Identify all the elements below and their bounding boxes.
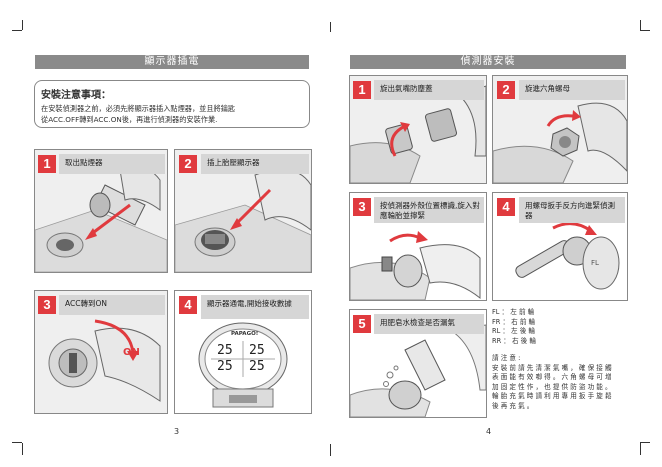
- display-reading: 25: [249, 343, 265, 358]
- step-label: 旋出氣嘴防塵蓋: [374, 80, 484, 100]
- notes-block: FL ： 左 前 輪 FR ： 右 前 輪 RL ： 左 後 輪 RR ： 右 …: [492, 308, 620, 411]
- step-number-badge: 3: [38, 296, 56, 314]
- step-panel: 旋出氣嘴防塵蓋 1: [349, 75, 487, 184]
- display-brand: PAPAGO!: [231, 331, 258, 337]
- svg-text:FL: FL: [591, 259, 599, 267]
- step-number-badge: 1: [353, 81, 371, 99]
- installation-notice: 安裝注意事項： 在安裝偵測器之前，必須先將顯示器插入點煙器，並且將鑰匙 從ACC…: [34, 80, 310, 128]
- step-panel: 按偵測器外殼位置標識,旋入對應輪胎並擰緊 3: [349, 192, 487, 301]
- notice-line: 在安裝偵測器之前，必須先將顯示器插入點煙器，並且將鑰匙: [41, 103, 303, 114]
- legend-item: FL ： 左 前 輪: [492, 308, 620, 318]
- step-panel: PAPAGO! 25 25 25 25 顯示器通電,開始接收數據 4: [174, 290, 312, 414]
- step-label: 按偵測器外殼位置標識,旋入對應輪胎並擰緊: [374, 197, 484, 223]
- crop-mark: [12, 30, 22, 31]
- on-indicator: ON: [123, 347, 140, 358]
- display-reading: 25: [217, 359, 233, 374]
- step-label: 用肥皂水檢查是否漏氣: [374, 314, 484, 334]
- step-panel: 旋進六角螺母 2: [492, 75, 628, 184]
- display-reading: 25: [217, 343, 233, 358]
- step-number-badge: 4: [497, 198, 515, 216]
- section-header: 顯示器插電: [35, 55, 309, 69]
- display-reading: 25: [249, 359, 265, 374]
- step-label: 取出點煙器: [59, 154, 165, 174]
- crop-mark: [22, 20, 23, 30]
- notice-line: 從ACC.OFF轉到ACC.ON後，再進行偵測器的安裝作業.: [41, 114, 303, 125]
- step-label: 顯示器通電,開始接收數據: [201, 295, 309, 319]
- step-label: 插上胎壓顯示器: [201, 154, 309, 174]
- step-number-badge: 4: [179, 296, 197, 314]
- crop-mark: [640, 20, 641, 30]
- step-label: 用螺母扳手反方向進緊偵測器: [519, 197, 625, 223]
- step-label: 旋進六角螺母: [519, 80, 625, 100]
- step-number-badge: 3: [353, 198, 371, 216]
- crop-mark: [12, 442, 22, 443]
- note-body: 安 裝 前 請 先 清 潔 氣 嘴 ， 確 保 接 觸 表 面 能 有 效 啣 …: [492, 364, 620, 412]
- section-header: 偵測器安裝: [350, 55, 626, 69]
- crop-mark: [640, 30, 650, 31]
- legend-item: RL ： 左 後 輪: [492, 327, 620, 337]
- legend-item: FR ： 右 前 輪: [492, 318, 620, 328]
- fold-mark: [330, 444, 331, 456]
- step-number-badge: 2: [179, 155, 197, 173]
- step-panel: 插上胎壓顯示器 2: [174, 149, 312, 273]
- step-panel: 取出點煙器 1: [34, 149, 168, 273]
- notice-title: 安裝注意事項：: [41, 86, 111, 101]
- step-label: ACC轉到ON: [59, 295, 165, 315]
- step-panel: FL 用螺母扳手反方向進緊偵測器 4: [492, 192, 628, 301]
- crop-mark: [640, 443, 641, 455]
- crop-mark: [22, 443, 23, 455]
- notice-body: 在安裝偵測器之前，必須先將顯示器插入點煙器，並且將鑰匙 從ACC.OFF轉到AC…: [41, 103, 303, 125]
- step-panel: 用肥皂水檢查是否漏氣 5: [349, 309, 487, 418]
- page-number: 3: [174, 427, 179, 436]
- note-title: 請 注 意 :: [492, 354, 620, 364]
- fold-mark: [330, 22, 331, 32]
- page-number: 4: [486, 427, 491, 436]
- step-number-badge: 1: [38, 155, 56, 173]
- legend-item: RR ： 右 後 輪: [492, 337, 620, 347]
- step-number-badge: 2: [497, 81, 515, 99]
- crop-mark: [640, 442, 650, 443]
- step-panel: ON ACC轉到ON 3: [34, 290, 168, 414]
- step-number-badge: 5: [353, 315, 371, 333]
